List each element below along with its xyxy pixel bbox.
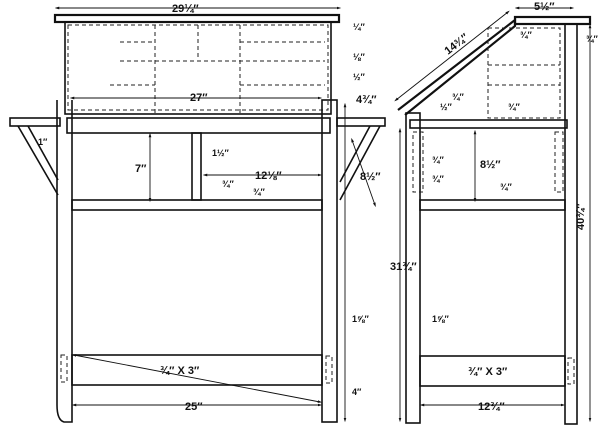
dim-back-top: ¾″ [586,34,599,44]
dim-overall-top-width: 29¼″ [172,3,199,15]
back-leg [564,23,578,425]
front-left-leg [56,100,73,423]
right-wing [336,117,386,127]
dim-brace-length: 8½″ [360,171,381,183]
apron [71,199,323,211]
dim-leg-height: 31¾″ [390,261,417,273]
side-dimension-labels: 14¾″ 5½″ ¾″ ¾″ ½″ ¾″ ¾″ ¾″ ¾″ 8½″ ¾″ 40¾… [432,1,599,413]
dim-front-leg-width: 1⅝″ [352,314,370,324]
side-apron [419,199,566,211]
side-top-board [513,15,592,26]
dim-apron-thickness: ¾″ [253,187,266,197]
dim-side-top-width: 5½″ [534,1,555,13]
dim-divider-thickness: ¾″ [222,179,235,189]
left-wing [9,117,61,127]
drawer-divider [191,132,202,201]
top-board [53,13,341,24]
dim-top-overhang: ¼″ [353,22,366,32]
writing-surface [66,117,331,134]
dim-side-stretcher-size: ¾″ X 3″ [468,366,508,378]
dim-stretcher-height: 4″ [352,387,362,397]
dim-cabinet-depth: 4¾″ [356,94,377,106]
side-stretcher [419,355,566,387]
dim-leg-inset: 1″ [38,137,48,147]
dim-front-stretcher-size: ¾″ X 3″ [160,365,200,377]
front-right-leg [321,99,338,423]
dim-leg-span: 25″ [185,401,203,413]
dim-lid-thickness-a: ½″ [440,102,453,112]
front-view [9,6,386,423]
dim-drawer-runner-b: ¾″ [432,174,445,184]
dim-side-top-thickness: ¾″ [520,30,533,40]
side-desk-surface [409,119,568,129]
dim-overall-height: 40¾″ [575,203,587,230]
dim-bottom-rail: ¾″ [500,182,513,192]
side-view [394,6,592,425]
front-dimension-labels: 29¼″ ¼″ ⅛″ ½″ 4¾″ 27″ 1″ 1½″ 7″ 12⅛″ ¾″ … [38,3,417,413]
cabinet-box [64,21,332,115]
dim-upper-rail: 1½″ [212,148,230,158]
dim-shelf-setback: ½″ [353,72,366,82]
dim-drawer-height: 7″ [135,163,147,175]
dim-side-thickness: ⅛″ [353,52,366,62]
dim-side-leg-span: 12¾″ [478,401,505,413]
dim-drawer-width: 12⅛″ [255,170,282,182]
dim-drawer-runner-a: ¾″ [432,155,445,165]
dim-side-leg-width: 1⅝″ [432,314,450,324]
dim-shelf-thickness: ¾″ [508,102,521,112]
dim-lid-thickness-b: ¾″ [452,92,465,102]
side-front-leg [405,112,421,424]
dim-desk-height: 8½″ [480,159,501,171]
dim-cabinet-width: 27″ [190,92,208,104]
